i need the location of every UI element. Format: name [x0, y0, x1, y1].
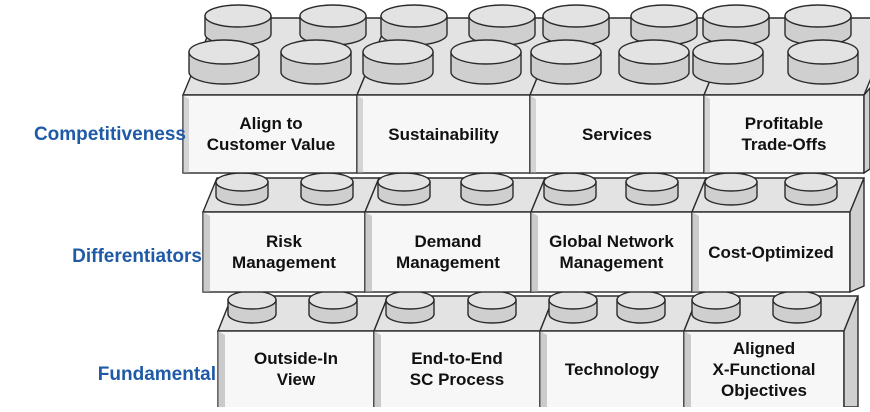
brick-end-to-end-sc-process: End-to-End SC Process — [409, 349, 505, 389]
brick-profitable-trade-offs: Profitable Trade-Offs — [741, 114, 827, 154]
brick-stud-top — [450, 39, 522, 65]
brick-front-face — [530, 211, 693, 293]
brick-demand-management: Demand Management — [396, 232, 500, 272]
brick-cost-optimized: Cost-Optimized — [708, 242, 834, 262]
brick-stud-top — [704, 172, 758, 192]
brick-stud-top — [702, 4, 770, 28]
brick-risk-management: Risk Management — [232, 232, 336, 272]
brick-front-face — [364, 211, 532, 293]
brick-outside-in-view: Outside-In View — [253, 349, 339, 389]
brick-side-face — [849, 177, 865, 294]
brick-edge-shade — [704, 95, 710, 173]
brick-stud-top — [380, 4, 448, 28]
brick-edge-shade — [374, 331, 381, 407]
brick-stud-top — [616, 290, 666, 310]
brick-stud-top — [772, 290, 822, 310]
brick-stud-top — [784, 4, 852, 28]
brick-front-face — [691, 211, 851, 293]
brick-edge-shade — [692, 212, 699, 292]
brick-stud-top — [385, 290, 435, 310]
brick-stud-top — [787, 39, 859, 65]
brick-edge-shade — [203, 212, 210, 292]
row-label-competitiveness: Competitiveness — [33, 124, 186, 145]
brick-stud-top — [300, 172, 354, 192]
brick-stud-top — [299, 4, 367, 28]
row-label-fundamental: Fundamental — [97, 364, 216, 385]
row-label-differentiators: Differentiators — [72, 246, 202, 267]
brick-aligned-x-functional-objectives: Aligned X-Functional Objectives — [712, 338, 816, 400]
brick-stud-top — [630, 4, 698, 28]
brick-stud-top — [460, 172, 514, 192]
brick-stud-top — [467, 290, 517, 310]
brick-front-face — [202, 211, 366, 293]
brick-stud-top — [308, 290, 358, 310]
brick-edge-shade — [365, 212, 372, 292]
brick-stud-top — [215, 172, 269, 192]
brick-stud-top — [530, 39, 602, 65]
brick-stud-top — [692, 39, 764, 65]
brick-stud-top — [362, 39, 434, 65]
brick-edge-shade — [530, 95, 536, 173]
brick-side-face — [863, 86, 870, 175]
brick-stud-top — [784, 172, 838, 192]
brick-front-face — [217, 330, 375, 410]
brick-edge-shade — [357, 95, 363, 173]
brick-front-face — [373, 330, 541, 410]
brick-edge-shade — [540, 331, 547, 407]
brick-stud-top — [204, 4, 272, 28]
brick-technology: Technology — [564, 359, 660, 379]
brick-edge-shade — [684, 331, 691, 407]
brick-stud-top — [543, 172, 597, 192]
brick-stud-top — [542, 4, 610, 28]
brick-front-face — [182, 94, 358, 174]
brick-front-face — [529, 94, 705, 174]
brick-stud-top — [618, 39, 690, 65]
brick-front-face — [703, 94, 865, 174]
brick-stud-top — [227, 290, 277, 310]
brick-edge-shade — [218, 331, 225, 407]
brick-edge-shade — [183, 95, 189, 173]
brick-edge-shade — [531, 212, 538, 292]
brick-stud-top — [377, 172, 431, 192]
brick-align-to-customer-value: Align to Customer Value — [206, 114, 336, 154]
brick-stud-top — [188, 39, 260, 65]
brick-services: Services — [582, 124, 652, 144]
brick-stud-top — [468, 4, 536, 28]
brick-stud-top — [625, 172, 679, 192]
brick-sustainability: Sustainability — [388, 124, 499, 144]
brick-stud-top — [280, 39, 352, 65]
brick-front-face — [683, 330, 845, 410]
brick-stud-top — [691, 290, 741, 310]
brick-global-network-management: Global Network Management — [549, 232, 674, 272]
brick-stud-top — [548, 290, 598, 310]
